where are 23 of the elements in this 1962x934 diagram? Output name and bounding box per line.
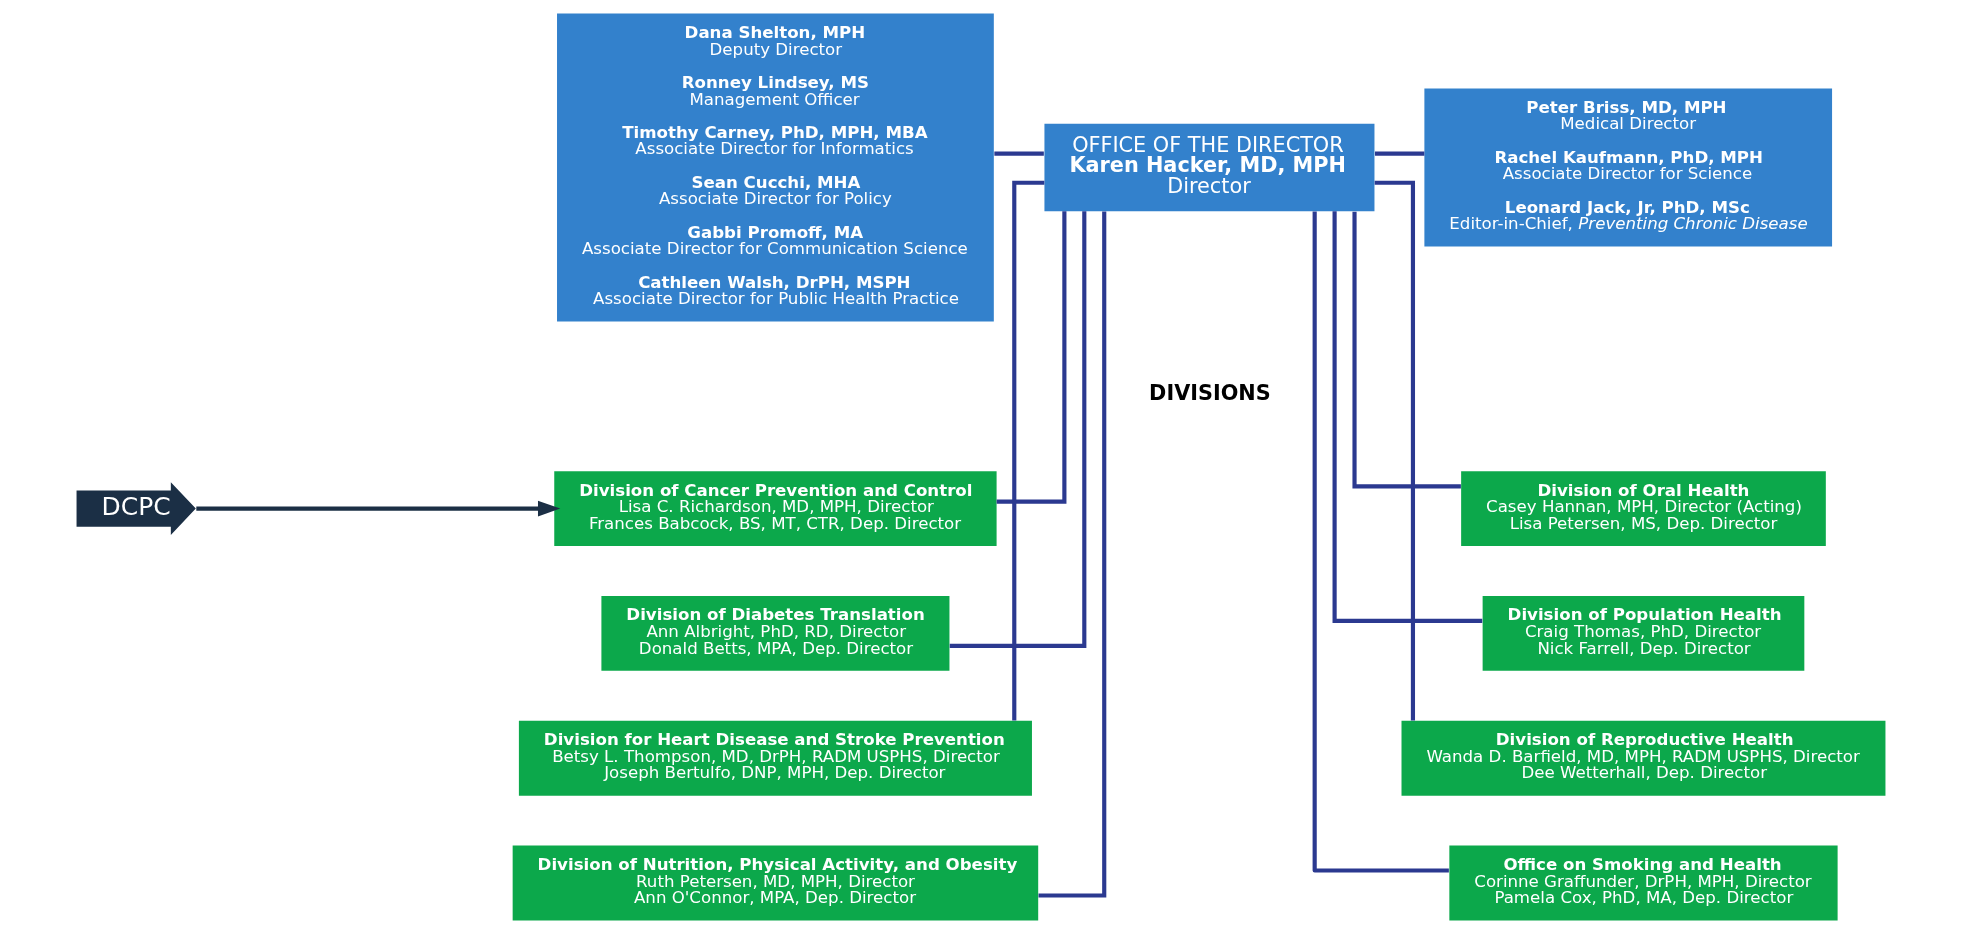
- connector: [1012, 180, 1045, 721]
- connector: [1374, 180, 1416, 721]
- connector: [1374, 151, 1425, 156]
- node-box: Division of Cancer Prevention and Control Lisa C. Richardson, MD, MPH, Director Frances Babcock, BS, MT, CTR, Dep. Director: [554, 471, 997, 547]
- node-box: Peter Briss, MD, MPH Medical Director Rachel Kaufmann, PhD, MPH Associate Director for Science Leonard Jack, Jr, PhD, MSc Editor-in-Chief, Preventing Chronic Disease: [1424, 88, 1833, 247]
- connector: [1332, 211, 1483, 623]
- connector: [1352, 211, 1461, 489]
- node-box: Division of Reproductive Health Wanda D. Barfield, MD, MPH, RADM USPHS, Director Dee Wetterhall, Dep. Director: [1401, 720, 1886, 796]
- connector: [1312, 211, 1449, 873]
- node-box: Division of Diabetes Translation Ann Albright, PhD, RD, Director Donald Betts, MPA, Dep. Director: [601, 595, 950, 671]
- connector: [1038, 211, 1107, 898]
- node-box: Division of Nutrition, Physical Activity, and Obesity Ruth Petersen, MD, MPH, Director Ann O'Connor, MPA, Dep. Director: [512, 845, 1039, 921]
- node-box: Office on Smoking and Health Corinne Graffunder, DrPH, MPH, Director Pamela Cox, PhD, MA, Dep. Director: [1449, 845, 1838, 921]
- node-box: Division for Heart Disease and Stroke Prevention Betsy L. Thompson, MD, DrPH, RADM USPHS, Director Joseph Bertulfo, DNP, MPH, Dep. Director: [518, 720, 1032, 796]
- connector: [994, 151, 1044, 156]
- node-box: OFFICE OF THE DIRECTOR Karen Hacker, MD, MPH Director: [1044, 123, 1375, 212]
- node-box: Division of Population Health Craig Thomas, PhD, Director Nick Farrell, Dep. Director: [1482, 595, 1805, 671]
- connector: [949, 211, 1087, 648]
- label: DIVISIONS: [1149, 380, 1271, 405]
- node-box: Dana Shelton, MPH Deputy Director Ronney Lindsey, MS Management Officer Timothy Carney, PhD, MPH, MBA Associate Director for Informatics Sean Cucchi, MHA Associate Director for Policy Gabbi Promoff, MA Associate Director for Communication Science Cathleen Walsh, DrPH, MSPH Associate Director for Public Health Practice: [557, 13, 994, 322]
- arrow: [196, 500, 561, 517]
- connector: [996, 211, 1067, 504]
- node-box: Division of Oral Health Casey Hannan, MPH, Director (Acting) Lisa Petersen, MS, Dep. Director: [1461, 471, 1826, 547]
